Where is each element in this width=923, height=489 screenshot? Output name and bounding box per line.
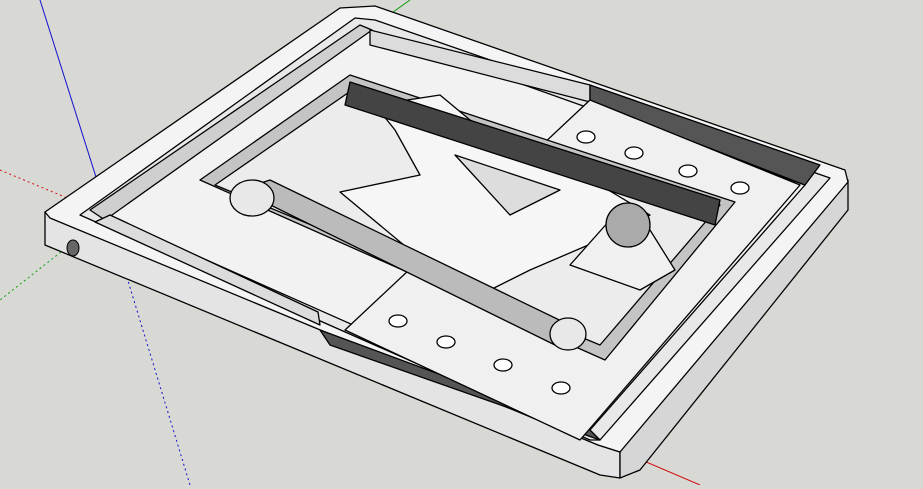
bottom-rail <box>94 214 321 326</box>
rod-end-left <box>229 179 275 217</box>
bearing-block <box>569 219 676 291</box>
rod-end-right <box>549 317 587 351</box>
x-bracket-hole <box>454 154 561 216</box>
model-frame[interactable] <box>44 5 849 479</box>
side-hole <box>66 239 80 257</box>
blue-axis-negative <box>107 214 191 486</box>
mounting-holes <box>388 130 750 395</box>
rack-top <box>589 84 821 186</box>
knurled-knob <box>605 202 651 248</box>
threaded-rod-top <box>344 81 721 226</box>
